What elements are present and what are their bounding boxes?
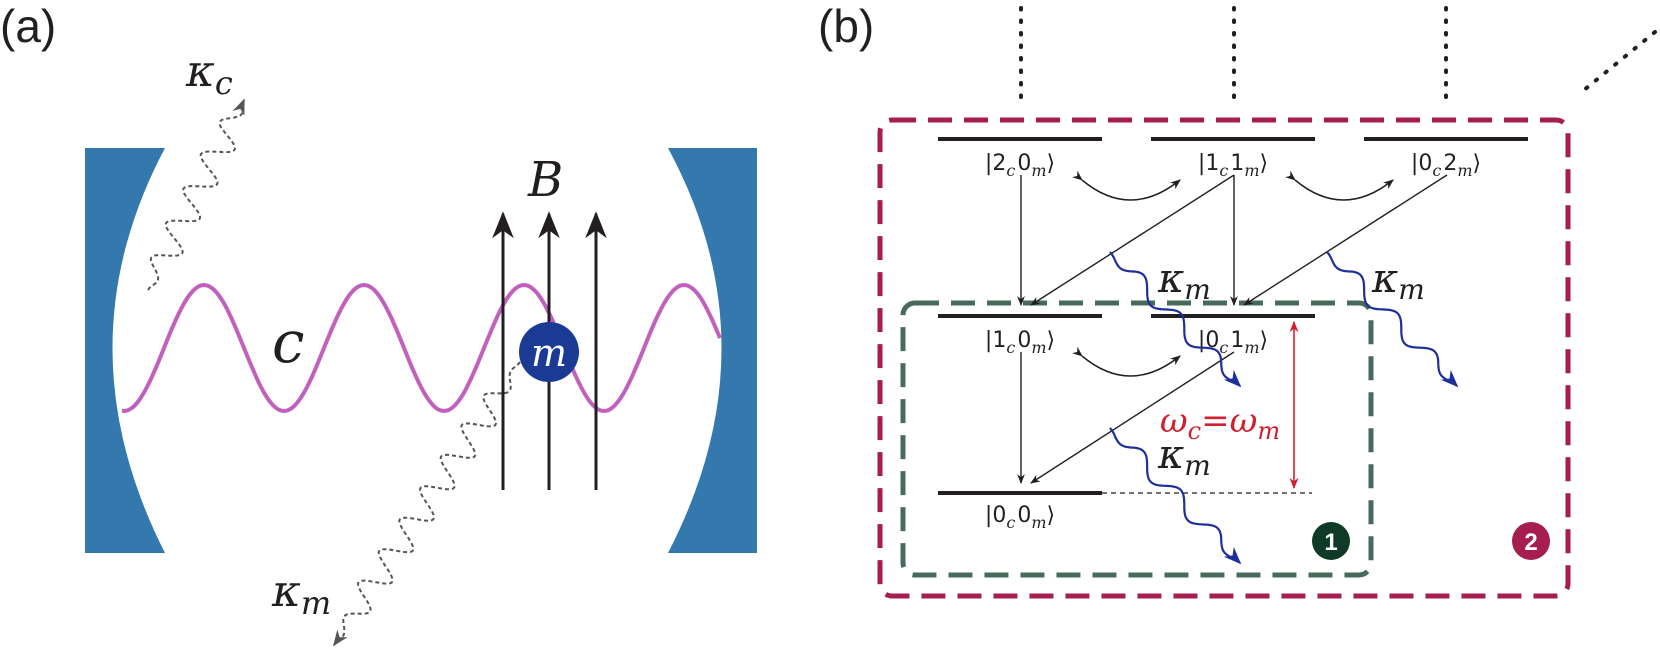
panel-b-label: (b) bbox=[818, 0, 874, 52]
coupling-arrow bbox=[1285, 170, 1394, 201]
magnon-decay-arrow bbox=[1326, 251, 1459, 388]
kappa-m-label: κm bbox=[271, 566, 331, 622]
transition-arrow bbox=[1243, 174, 1448, 306]
manifold-2-badge bbox=[1512, 522, 1550, 560]
transition-arrow bbox=[1030, 174, 1235, 306]
magnon-decay-arrow bbox=[1109, 427, 1242, 565]
outer-manifold-box bbox=[877, 117, 1571, 599]
kappa-m-label: κm bbox=[1371, 256, 1425, 306]
ket-0c0m: |0c0m⟩ bbox=[985, 503, 1055, 532]
cavity-label: c bbox=[272, 308, 304, 376]
ket-1c0m: |1c0m⟩ bbox=[985, 328, 1055, 357]
transition-arrow bbox=[1030, 351, 1235, 484]
field-label: B bbox=[527, 152, 563, 208]
coupling-arrow bbox=[1072, 170, 1181, 201]
coupling-arrow bbox=[1072, 346, 1181, 377]
manifold-1-badge bbox=[1312, 522, 1350, 560]
ket-2c0m: |2c0m⟩ bbox=[985, 151, 1055, 180]
magnon-label: m bbox=[531, 331, 567, 375]
magnon-sphere bbox=[519, 322, 579, 382]
continuation-dots bbox=[1576, 30, 1657, 97]
left-mirror bbox=[85, 148, 165, 553]
inner-manifold-box bbox=[900, 300, 1374, 578]
resonance-condition: ωc=ωm bbox=[1160, 401, 1280, 445]
kappa-c-label: κc bbox=[185, 46, 233, 102]
right-mirror bbox=[668, 148, 757, 553]
manifold-1-badge-label: 1 bbox=[1324, 529, 1337, 556]
magnon-decay-arrow bbox=[1109, 251, 1242, 388]
cavity-decay-wiggle bbox=[147, 98, 245, 291]
panel-a-label: (a) bbox=[0, 0, 56, 52]
cavity-mode-wave bbox=[121, 282, 722, 414]
kappa-m-label: κm bbox=[1157, 432, 1211, 482]
magnon-decay-wiggle bbox=[333, 361, 521, 647]
kappa-m-label: κm bbox=[1157, 256, 1211, 306]
manifold-2-badge-label: 2 bbox=[1524, 529, 1537, 556]
